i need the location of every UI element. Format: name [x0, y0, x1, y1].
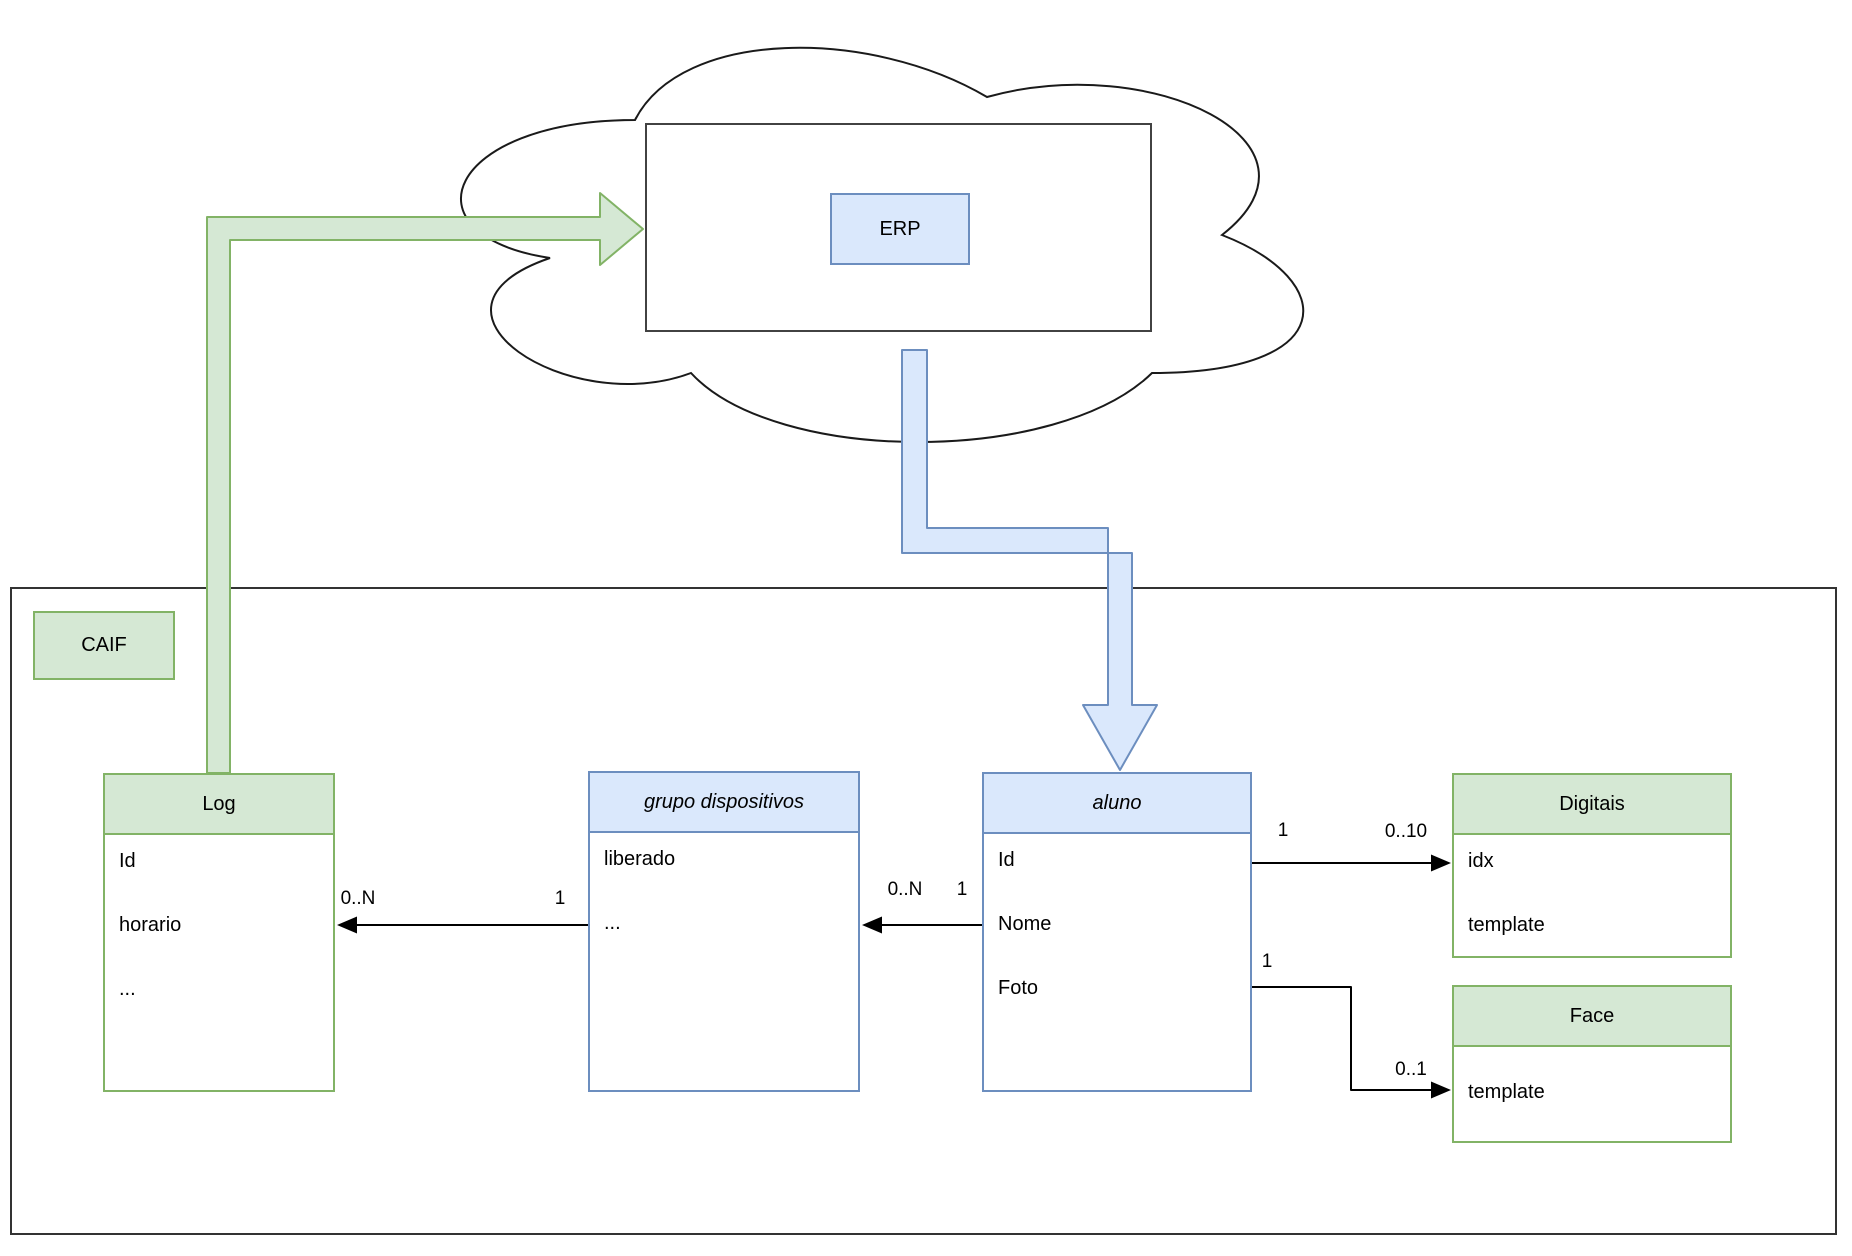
entity-digitais-field-template: template [1468, 914, 1545, 936]
cardinality-aluno-source-1: 1 [956, 879, 968, 900]
entity-digitais-title: Digitais [1454, 775, 1730, 835]
entity-aluno-field-nome: Nome [998, 913, 1052, 935]
entity-aluno-field-foto: Foto [998, 977, 1039, 999]
entity-grupo-field-more: ... [604, 912, 621, 934]
caif-label-box: CAIF [33, 611, 175, 680]
entity-grupo-dispositivos: grupo dispositivos liberado ... [588, 771, 860, 1092]
cardinality-aluno-source-2: 1 [1277, 820, 1289, 841]
entity-face-field-template: template [1468, 1081, 1545, 1103]
cardinality-log-target: 0..N [340, 888, 376, 909]
cardinality-grupo-source: 1 [554, 888, 566, 909]
entity-digitais: Digitais idx template [1452, 773, 1732, 958]
entity-log-field-id: Id [119, 850, 136, 872]
entity-log: Log Id horario ... [103, 773, 335, 1092]
cardinality-aluno-source-3: 1 [1261, 951, 1273, 972]
entity-aluno-field-id: Id [998, 849, 1015, 871]
entity-aluno: aluno Id Nome Foto [982, 772, 1252, 1092]
cardinality-face-target: 0..1 [1395, 1059, 1427, 1080]
caif-label-text: CAIF [81, 634, 127, 656]
entity-face-title: Face [1454, 987, 1730, 1047]
entity-log-title: Log [105, 775, 333, 835]
entity-digitais-field-idx: idx [1468, 850, 1494, 872]
entity-grupo-field-liberado: liberado [604, 848, 676, 870]
entity-face: Face template [1452, 985, 1732, 1143]
entity-log-field-horario: horario [119, 914, 182, 936]
cardinality-grupo-target: 0..N [887, 879, 923, 900]
entity-grupo-dispositivos-title: grupo dispositivos [590, 773, 858, 833]
cardinality-digitais-target: 0..10 [1384, 821, 1428, 842]
erp-label: ERP [879, 217, 921, 240]
erp-node: ERP [830, 193, 970, 265]
entity-aluno-title: aluno [984, 774, 1250, 834]
entity-log-field-more: ... [119, 978, 136, 1000]
